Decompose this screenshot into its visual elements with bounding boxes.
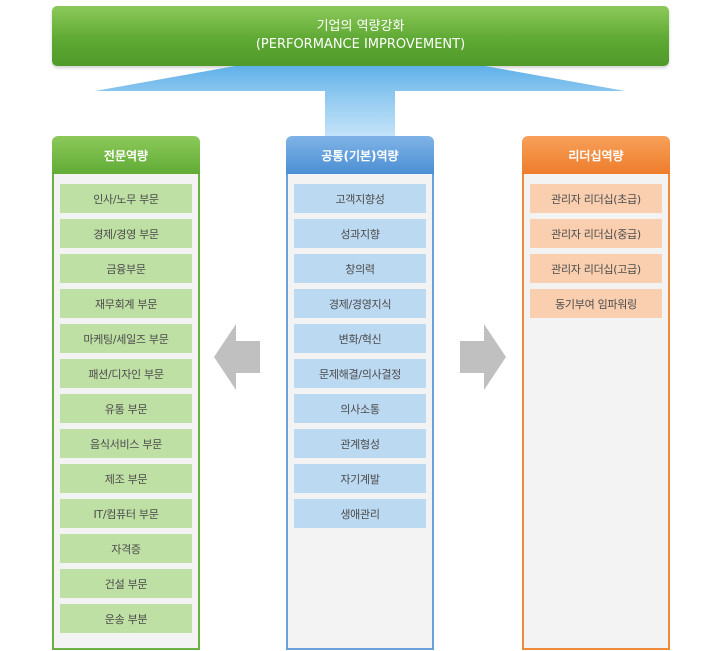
list-item[interactable]: 재무회계 부문 <box>60 289 192 318</box>
list-item[interactable]: 인사/노무 부문 <box>60 184 192 213</box>
column-body: 인사/노무 부문 경제/경영 부문 금융부문 재무회계 부문 마케팅/세일즈 부… <box>52 174 200 650</box>
list-item[interactable]: 자기계발 <box>294 464 426 493</box>
column-header: 공통(기본)역량 <box>286 136 434 174</box>
list-item[interactable]: 관계형성 <box>294 429 426 458</box>
banner-title-en: (PERFORMANCE IMPROVEMENT) <box>255 37 466 52</box>
list-item[interactable]: 관리자 리더십(초급) <box>530 184 662 213</box>
list-item[interactable]: 제조 부문 <box>60 464 192 493</box>
list-item[interactable]: 고객지향성 <box>294 184 426 213</box>
list-item[interactable]: 성과지향 <box>294 219 426 248</box>
top-banner: 기업의 역량강화 (PERFORMANCE IMPROVEMENT) <box>52 6 669 66</box>
column-common: 공통(기본)역량 고객지향성 성과지향 창의력 경제/경영지식 변화/혁신 문제… <box>286 136 434 650</box>
list-item[interactable]: 자격증 <box>60 534 192 563</box>
list-item[interactable]: 음식서비스 부문 <box>60 429 192 458</box>
list-item[interactable]: 유통 부문 <box>60 394 192 423</box>
list-item[interactable]: 패션/디자인 부문 <box>60 359 192 388</box>
list-item[interactable]: 창의력 <box>294 254 426 283</box>
list-item[interactable]: 변화/혁신 <box>294 324 426 353</box>
column-expertise: 전문역량 인사/노무 부문 경제/경영 부문 금융부문 재무회계 부문 마케팅/… <box>52 136 200 650</box>
column-leadership: 리더십역량 관리자 리더십(초급) 관리자 리더십(중급) 관리자 리더십(고급… <box>522 136 670 650</box>
list-item[interactable]: 동기부여 임파워링 <box>530 289 662 318</box>
list-item[interactable]: 금융부문 <box>60 254 192 283</box>
column-body: 관리자 리더십(초급) 관리자 리더십(중급) 관리자 리더십(고급) 동기부여… <box>522 174 670 650</box>
list-item[interactable]: 의사소통 <box>294 394 426 423</box>
list-item[interactable]: 경제/경영 부문 <box>60 219 192 248</box>
column-header: 리더십역량 <box>522 136 670 174</box>
list-item[interactable]: 운송 부분 <box>60 604 192 633</box>
list-item[interactable]: 건설 부문 <box>60 569 192 598</box>
list-item[interactable]: 경제/경영지식 <box>294 289 426 318</box>
list-item[interactable]: 생애관리 <box>294 499 426 528</box>
arrow-right-icon <box>460 324 506 390</box>
list-item[interactable]: 관리자 리더십(고급) <box>530 254 662 283</box>
column-body: 고객지향성 성과지향 창의력 경제/경영지식 변화/혁신 문제해결/의사결정 의… <box>286 174 434 650</box>
list-item[interactable]: 관리자 리더십(중급) <box>530 219 662 248</box>
list-item[interactable]: IT/컴퓨터 부문 <box>60 499 192 528</box>
list-item[interactable]: 마케팅/세일즈 부문 <box>60 324 192 353</box>
list-item[interactable]: 문제해결/의사결정 <box>294 359 426 388</box>
arrow-left-icon <box>214 324 260 390</box>
banner-title-ko: 기업의 역량강화 <box>316 19 405 34</box>
column-header: 전문역량 <box>52 136 200 174</box>
